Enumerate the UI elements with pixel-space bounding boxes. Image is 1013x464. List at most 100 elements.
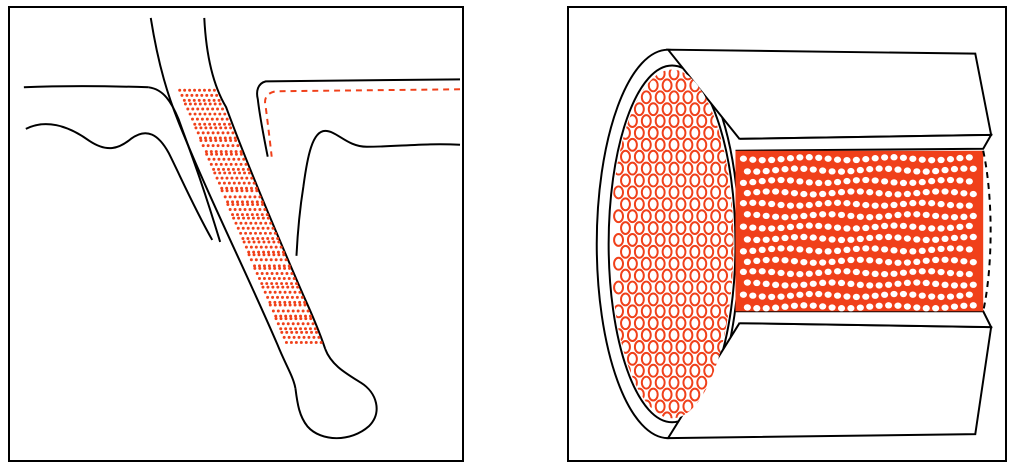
pigment-dot xyxy=(235,153,238,156)
fiber-cell xyxy=(956,271,963,277)
pigment-dot xyxy=(220,163,223,166)
cross-cell xyxy=(683,353,692,365)
pigment-dot xyxy=(237,227,240,230)
pigment-dot xyxy=(277,310,280,313)
pigment-dot xyxy=(248,182,251,185)
pigment-dot xyxy=(263,277,266,280)
fiber-cell xyxy=(744,190,751,196)
fiber-cell xyxy=(787,155,794,161)
pigment-dot xyxy=(293,301,296,304)
cross-cell xyxy=(677,151,686,163)
cross-cell xyxy=(697,282,706,294)
cross-cell xyxy=(642,377,651,389)
pigment-dot xyxy=(218,171,221,174)
fiber-cell xyxy=(960,258,967,264)
pigment-dot xyxy=(304,327,307,330)
cross-cell xyxy=(663,293,672,305)
fiber-cell xyxy=(787,224,794,230)
cross-cell xyxy=(704,270,713,282)
fiber-cell xyxy=(772,167,779,173)
pigment-dot xyxy=(226,200,229,203)
pigment-dot xyxy=(237,168,240,171)
fiber-cell xyxy=(834,268,841,274)
cross-cell xyxy=(656,163,665,175)
pigment-dot xyxy=(242,227,245,230)
pigment-dot xyxy=(286,286,289,289)
pigment-dot xyxy=(191,108,194,111)
fiber-cell xyxy=(791,234,798,240)
pigment-dot xyxy=(264,291,267,294)
fiber-cell xyxy=(800,282,807,288)
pigment-dot xyxy=(294,317,297,320)
pigment-dot xyxy=(228,123,231,126)
fiber-cell xyxy=(825,180,832,186)
pigment-dot xyxy=(247,217,250,220)
pigment-dot xyxy=(302,310,305,313)
pigment-dot xyxy=(215,163,218,166)
pigment-dot xyxy=(265,246,268,249)
pigment-dot xyxy=(307,310,310,313)
pigment-dot xyxy=(312,336,315,339)
cross-cell xyxy=(690,389,699,401)
fiber-cell xyxy=(819,259,826,265)
pigment-dot xyxy=(277,322,280,325)
pigment-dot xyxy=(242,217,245,220)
pigment-dot xyxy=(271,296,274,299)
pigment-dot xyxy=(281,286,284,289)
pigment-dot xyxy=(236,213,239,216)
fiber-cell xyxy=(815,155,822,161)
pigment-dot xyxy=(277,241,280,244)
fiber-cell xyxy=(753,168,760,174)
pigment-dot xyxy=(302,322,305,325)
fiber-cell xyxy=(781,257,788,263)
pigment-dot xyxy=(298,301,301,304)
pigment-dot xyxy=(240,163,243,166)
pigment-dot xyxy=(224,126,227,129)
fiber-cell xyxy=(768,225,775,231)
cross-cell xyxy=(614,234,623,246)
pigment-dot xyxy=(231,213,234,216)
fiber-cell xyxy=(894,212,901,218)
pigment-dot xyxy=(225,163,228,166)
pigment-dot xyxy=(264,232,267,235)
pigment-dot xyxy=(242,158,245,161)
pigment-dot xyxy=(285,282,288,285)
pigment-dot xyxy=(273,277,276,280)
pigment-dot xyxy=(317,336,320,339)
fiber-cell xyxy=(740,180,747,186)
cross-cell xyxy=(697,186,706,198)
pigment-dot xyxy=(244,222,247,225)
pigment-dot xyxy=(210,163,213,166)
cross-cell xyxy=(711,139,720,151)
pigment-dot xyxy=(258,264,261,267)
pigment-dot xyxy=(314,327,317,330)
fiber-cell xyxy=(796,202,803,208)
fiber-cell xyxy=(838,237,845,243)
fiber-cell xyxy=(768,177,775,183)
fiber-cell xyxy=(838,168,845,174)
fiber-cell xyxy=(923,168,930,174)
pigment-dot xyxy=(253,208,256,211)
fiber-cell xyxy=(894,281,901,287)
fiber-cell xyxy=(796,178,803,184)
pigment-dot xyxy=(237,158,240,161)
fiber-cell xyxy=(960,190,967,196)
pigment-dot xyxy=(229,139,232,142)
cross-cell xyxy=(642,234,651,246)
fiber-cell xyxy=(815,201,822,207)
pigment-dot xyxy=(193,123,196,126)
cross-cell xyxy=(697,353,706,365)
fiber-cell xyxy=(759,178,766,184)
fiber-cell xyxy=(843,157,850,163)
cross-cell xyxy=(649,365,658,377)
fiber-cell xyxy=(941,167,948,173)
fiber-cell xyxy=(876,190,883,196)
fiber-cell xyxy=(740,223,747,229)
pigment-dot xyxy=(215,94,218,97)
pigment-dot xyxy=(250,246,253,249)
fiber-cell xyxy=(928,268,935,274)
fiber-cell xyxy=(787,177,794,183)
pigment-dot xyxy=(290,272,293,275)
cross-cell xyxy=(704,293,713,305)
fiber-cell xyxy=(862,156,869,162)
